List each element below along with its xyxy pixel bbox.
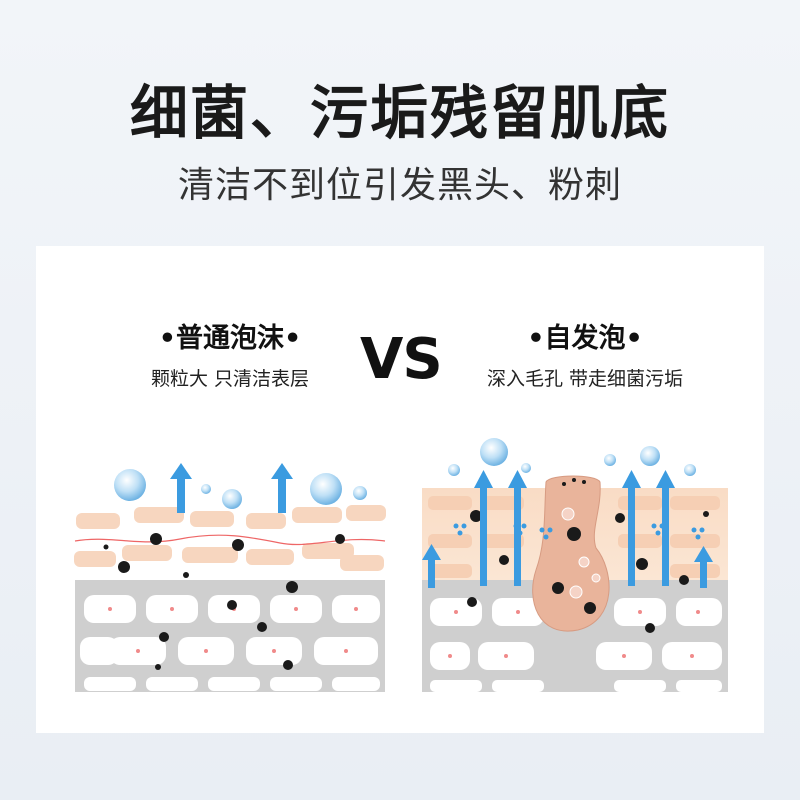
foam-bubbles: [448, 438, 696, 476]
upward-arrows: [422, 470, 713, 588]
left-column-title: •普通泡沫•: [158, 323, 302, 354]
cell-nuclei: [108, 607, 358, 653]
bacteria: [103, 533, 345, 670]
cell-nuclei: [448, 610, 700, 658]
upward-arrows: [170, 463, 293, 513]
right-column-description: 深入毛孔 带走细菌污垢: [486, 368, 684, 390]
skin-surface-line: [74, 534, 386, 546]
ordinary-foam-skin-illustration: [74, 463, 386, 692]
pore-bubbles: [561, 507, 601, 599]
epidermis-cells: [428, 496, 720, 578]
right-column-title: •自发泡•: [527, 323, 643, 354]
self-foaming-skin-illustration: [422, 438, 728, 692]
bacteria: [467, 510, 709, 633]
vs-label: VS: [360, 327, 443, 392]
left-column-description: 颗粒大 只清洁表层: [150, 368, 310, 390]
epidermis-layer: [74, 505, 386, 571]
pore: [532, 475, 610, 632]
pore-bacteria: [552, 478, 596, 614]
headline: 细菌、污垢残留肌底: [129, 79, 670, 147]
subheadline: 清洁不到位引发黑头、粉刺: [177, 165, 622, 206]
foam-bubbles: [114, 469, 367, 509]
